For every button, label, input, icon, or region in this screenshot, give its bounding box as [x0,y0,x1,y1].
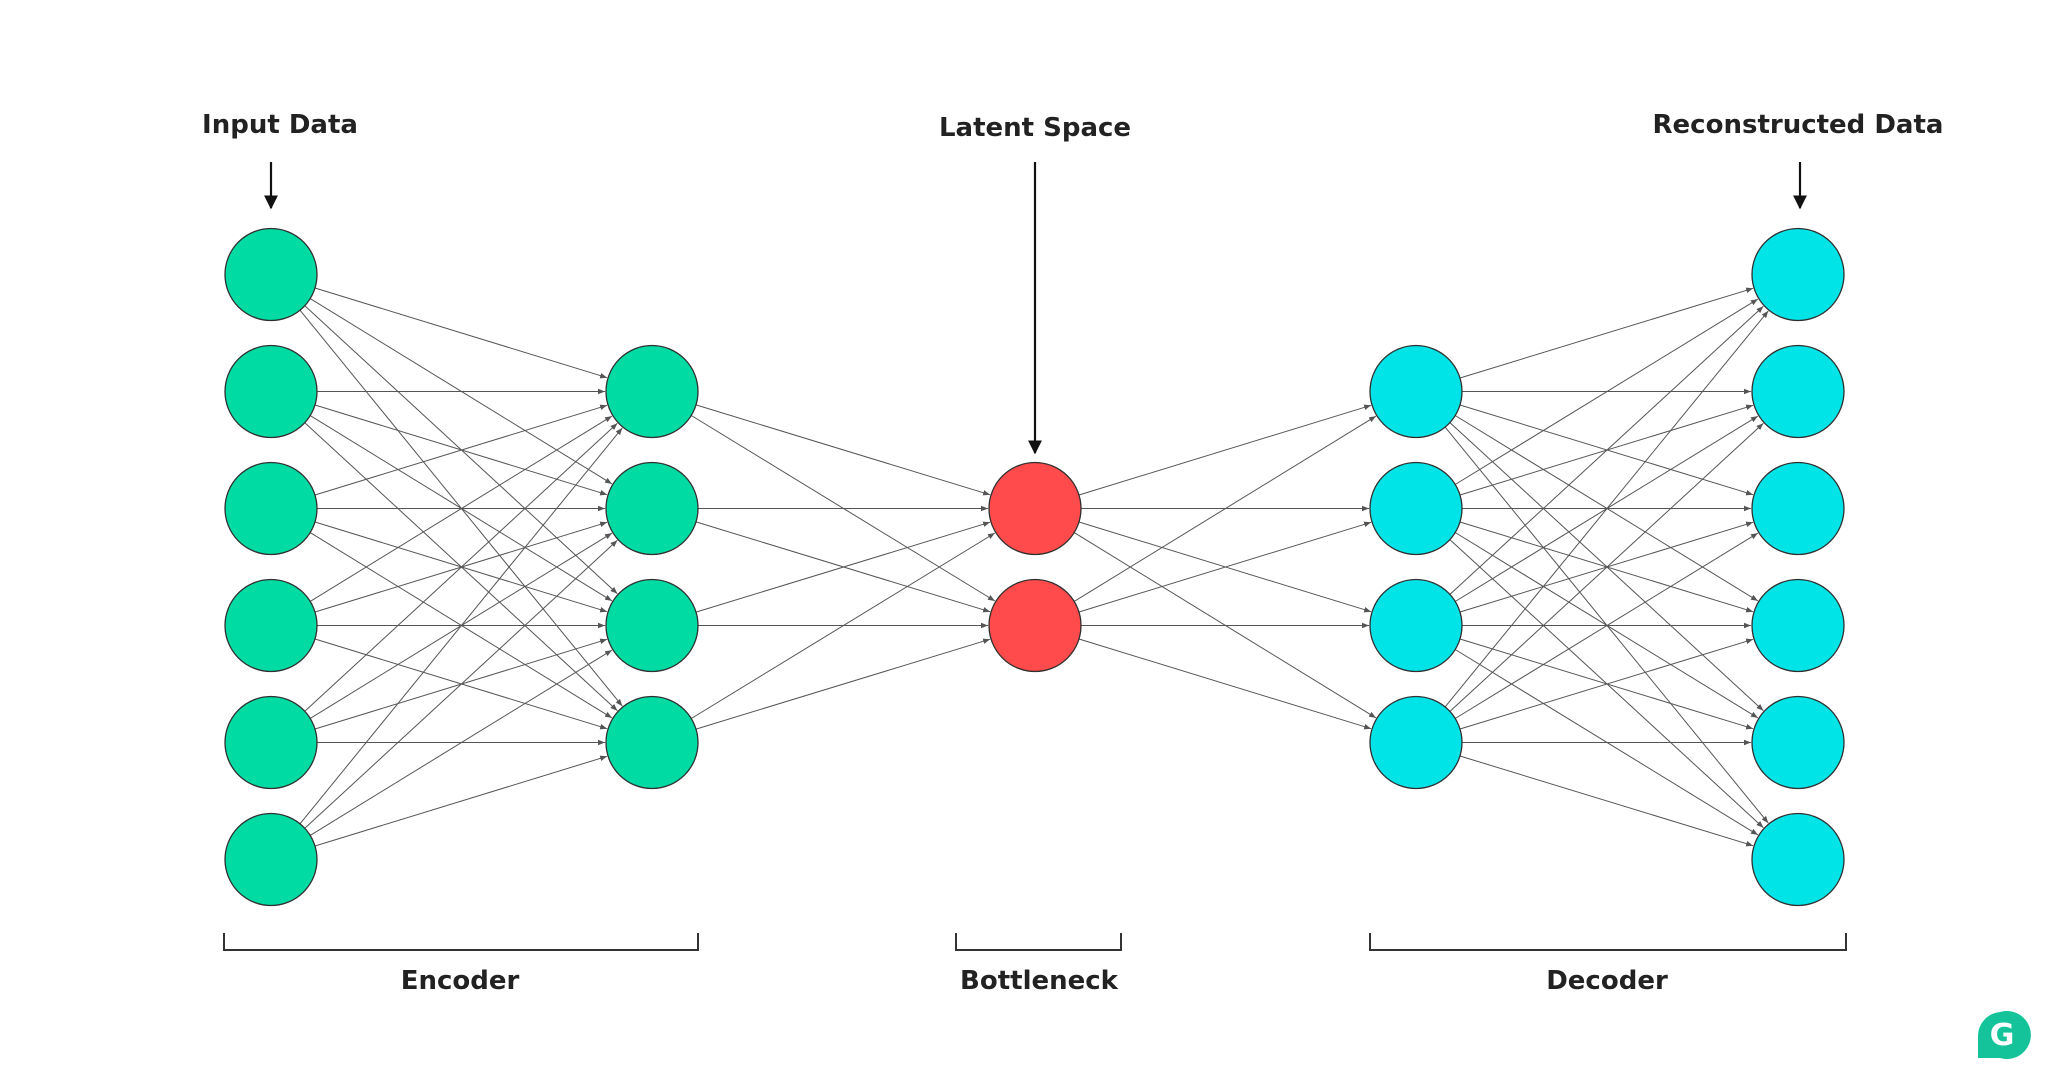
input-node-4 [224,578,318,673]
bottleneck-node-2 [988,578,1082,673]
connection-encoder-hidden-3-to-bottleneck-1 [695,638,991,730]
encoder-label: Encoder [401,966,520,996]
logo-letter: G [1990,1018,2015,1053]
connection-bottleneck-1-to-decoder-hidden-0 [1073,415,1377,602]
connection-decoder-hidden-3-to-output-3 [1459,638,1754,730]
encoder-hidden-node-2 [605,461,699,556]
connection-decoder-hidden-3-to-output-5 [1459,755,1754,847]
input-node-3 [224,461,318,556]
connection-decoder-hidden-3-to-output-0 [1444,310,1769,708]
connection-encoder-hidden-0-to-bottleneck-0 [695,404,991,496]
connection-input-5-to-encoder-hidden-0 [299,427,623,825]
connection-encoder-hidden-3-to-bottleneck-0 [691,532,996,719]
connection-input-5-to-encoder-hidden-2 [309,649,613,836]
connection-input-0-to-encoder-hidden-0 [314,287,608,379]
input-node-2 [224,344,318,439]
decoder-hidden-node-2 [1369,461,1463,556]
decoder-hidden-node-3 [1369,578,1463,673]
connection-input-3-to-encoder-hidden-0 [309,415,613,602]
output-node-1 [1751,227,1845,322]
input-node-1 [224,227,318,322]
bottleneck-bracket [955,933,1122,951]
encoder-hidden-node-1 [605,344,699,439]
connection-bottleneck-0-to-decoder-hidden-0 [1078,404,1372,496]
input-node-6 [224,812,318,907]
connection-decoder-hidden-3-to-output-1 [1449,422,1764,712]
connection-decoder-hidden-0-to-output-0 [1459,287,1754,379]
decoder-hidden-node-1 [1369,344,1463,439]
connection-input-5-to-encoder-hidden-1 [304,539,618,829]
neurons [224,227,1845,907]
output-node-3 [1751,461,1845,556]
connection-input-2-to-encoder-hidden-0 [314,404,608,496]
grammarly-logo-icon: G [1978,1011,2031,1059]
bottleneck-label: Bottleneck [960,966,1119,996]
output-node-6 [1751,812,1845,907]
connection-bottleneck-1-to-decoder-hidden-1 [1078,521,1372,613]
connection-decoder-hidden-1-to-output-0 [1454,298,1759,485]
output-node-5 [1751,695,1845,790]
connections [299,287,1769,847]
output-node-4 [1751,578,1845,673]
input-node-5 [224,695,318,790]
connection-decoder-hidden-3-to-output-2 [1454,532,1759,719]
encoder-hidden-node-3 [605,578,699,673]
connection-input-5-to-encoder-hidden-3 [314,755,608,847]
output-node-2 [1751,344,1845,439]
reconstructed-data-label: Reconstructed Data [1653,110,1944,140]
connection-decoder-hidden-2-to-output-0 [1449,305,1764,595]
latent-space-label: Latent Space [939,113,1131,143]
encoder-bracket [223,933,699,951]
bottleneck-node-1 [988,461,1082,556]
connection-input-4-to-encoder-hidden-0 [304,422,618,712]
encoder-hidden-node-4 [605,695,699,790]
connection-bottleneck-1-to-decoder-hidden-3 [1078,638,1372,730]
decoder-hidden-node-4 [1369,695,1463,790]
decoder-bracket [1369,933,1847,951]
input-data-label: Input Data [202,110,358,140]
connection-encoder-hidden-2-to-bottleneck-0 [695,521,991,613]
decoder-label: Decoder [1546,966,1668,996]
